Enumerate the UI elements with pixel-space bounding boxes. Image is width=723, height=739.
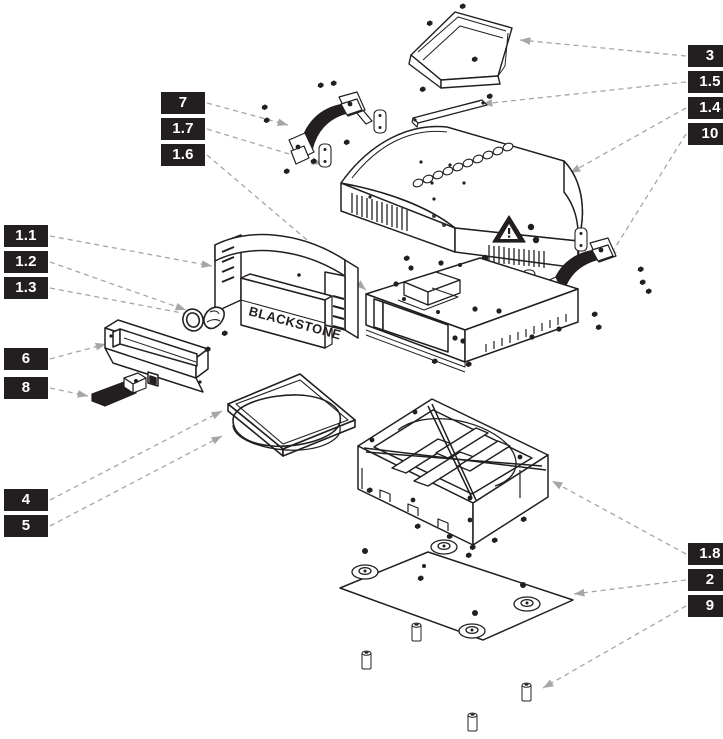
hood-louver-left xyxy=(351,193,408,231)
leader-1-5 xyxy=(481,81,687,107)
part-rear-top-cover xyxy=(408,11,513,89)
igniter-head xyxy=(123,372,147,394)
leader-4 xyxy=(49,410,223,501)
callout-1-4[interactable]: 1.4 xyxy=(688,97,723,119)
base-plate-dots xyxy=(362,548,526,616)
hood-fastener-dots xyxy=(368,160,540,276)
tray-dot xyxy=(198,380,202,384)
callout-1-6[interactable]: 1.6 xyxy=(161,144,205,166)
part-control-knob xyxy=(203,306,225,330)
callout-6[interactable]: 6 xyxy=(4,348,48,370)
burner-box-dots xyxy=(369,409,523,523)
part-grease-tray xyxy=(104,319,209,393)
part-burner-box xyxy=(357,398,549,546)
base-plate-feet xyxy=(351,539,541,639)
panel-louver-left xyxy=(221,246,235,283)
leader-1-2 xyxy=(49,261,187,311)
callout-1-2[interactable]: 1.2 xyxy=(4,251,48,273)
leader-8 xyxy=(49,387,89,398)
warning-triangle-icon xyxy=(492,215,526,243)
part-front-control-panel xyxy=(214,233,359,349)
hood-vent-holes xyxy=(412,142,514,188)
burner-box-cross-braces xyxy=(363,403,547,501)
leader-7 xyxy=(206,102,289,127)
callout-8[interactable]: 8 xyxy=(4,377,48,399)
leader-1-3 xyxy=(49,287,199,318)
part-bottom-base-plate xyxy=(339,551,574,641)
callout-1-5[interactable]: 1.5 xyxy=(688,71,723,93)
part-main-body-housing xyxy=(365,257,579,373)
callout-1-7[interactable]: 1.7 xyxy=(161,118,205,140)
part-control-knob-bezel xyxy=(182,308,204,332)
leader-9 xyxy=(542,605,687,689)
callout-10[interactable]: 10 xyxy=(688,123,723,145)
tray-dot xyxy=(109,334,113,338)
callout-4[interactable]: 4 xyxy=(4,489,48,511)
handle-left-brackets xyxy=(288,91,366,165)
hood-louver-front xyxy=(488,245,545,268)
leader-10 xyxy=(607,133,687,260)
panel-louver-right xyxy=(332,295,345,330)
callout-5[interactable]: 5 xyxy=(4,515,48,537)
leader-3 xyxy=(519,37,687,57)
body-fastener-dots xyxy=(393,260,562,344)
part-leg-foot-posts xyxy=(361,622,532,732)
callout-3[interactable]: 3 xyxy=(688,45,723,67)
leader-5 xyxy=(49,435,223,527)
leader-2 xyxy=(573,579,687,597)
part-hood-lid xyxy=(340,125,584,269)
leader-1-8 xyxy=(551,480,687,555)
leader-1-4 xyxy=(569,107,687,174)
callout-2[interactable]: 2 xyxy=(688,569,723,591)
body-bolt-row xyxy=(485,314,567,352)
callout-1-1[interactable]: 1.1 xyxy=(4,225,48,247)
leader-6 xyxy=(49,342,107,360)
part-heat-diffuser xyxy=(232,394,342,451)
callout-1-3[interactable]: 1.3 xyxy=(4,277,48,299)
knob-screw xyxy=(221,330,228,337)
leader-1-1 xyxy=(49,235,213,268)
callout-1-8[interactable]: 1.8 xyxy=(688,543,723,565)
body-grease-chute xyxy=(397,271,461,311)
callout-7[interactable]: 7 xyxy=(161,92,205,114)
callout-9[interactable]: 9 xyxy=(688,595,723,617)
part-hinge-rod-bar xyxy=(411,99,488,128)
part-griddle-plate xyxy=(227,373,356,457)
panel-screw-dot xyxy=(297,273,301,277)
